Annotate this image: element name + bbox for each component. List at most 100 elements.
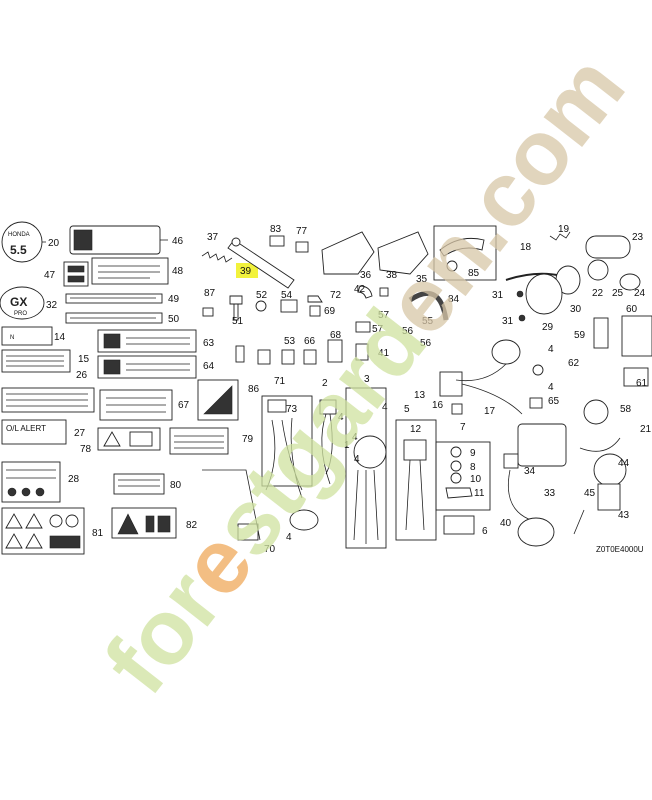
callout-79: 79 <box>242 434 254 445</box>
callout-61: 61 <box>636 378 648 389</box>
callout-4: 4 <box>548 344 554 355</box>
part-77 <box>295 241 309 253</box>
part-40 <box>517 517 555 547</box>
callout-13: 13 <box>414 390 426 401</box>
part-42 <box>357 285 373 299</box>
callout-16: 16 <box>432 400 444 411</box>
callout-17: 17 <box>484 406 496 417</box>
callout-87: 87 <box>204 288 216 299</box>
decal-group: HONDA 5.5 GX PRO N <box>0 221 239 555</box>
callout-66: 66 <box>304 336 316 347</box>
callout-71: 71 <box>274 376 286 387</box>
callout-7: 7 <box>460 422 466 433</box>
part-62 <box>491 339 521 365</box>
callout-50: 50 <box>168 314 180 325</box>
callout-23: 23 <box>632 232 644 243</box>
callout-72: 72 <box>330 290 342 301</box>
callout-46: 46 <box>172 236 184 247</box>
decal-gx-pro <box>0 286 45 320</box>
callout-69: 69 <box>324 306 336 317</box>
callout-42: 42 <box>354 284 366 295</box>
callout-52: 52 <box>256 290 268 301</box>
callout-4: 4 <box>352 432 358 443</box>
decal-5-5: 5.5 <box>10 243 27 257</box>
decal-79 <box>169 427 229 455</box>
callout-57: 57 <box>372 324 384 335</box>
callout-35: 35 <box>416 274 428 285</box>
callout-77: 77 <box>296 226 308 237</box>
drawing-code: Z0T0E4000U <box>596 545 644 554</box>
callout-28: 28 <box>68 474 80 485</box>
part-36 <box>321 231 375 275</box>
callout-78: 78 <box>80 444 92 455</box>
callout-57: 57 <box>378 310 390 321</box>
part-69 <box>309 305 321 317</box>
callout-81: 81 <box>92 528 104 539</box>
callout-58: 58 <box>620 404 632 415</box>
warning-icon <box>73 229 93 251</box>
callout-27: 27 <box>74 428 86 439</box>
decal-47 <box>63 261 89 287</box>
callout-60: 60 <box>626 304 638 315</box>
decal-64 <box>97 355 197 379</box>
part-41 <box>355 343 369 361</box>
part-6 <box>443 515 475 535</box>
part-12 <box>403 439 427 461</box>
callout-37: 37 <box>207 232 219 243</box>
part-box-7 <box>435 441 491 511</box>
callout-53: 53 <box>284 336 296 347</box>
callout-4: 4 <box>354 454 360 465</box>
svg-text:N: N <box>10 335 14 341</box>
part-34 <box>503 453 519 469</box>
part-24 <box>619 273 641 291</box>
callout-20: 20 <box>48 238 60 249</box>
callout-12: 12 <box>410 424 422 435</box>
callout-4: 4 <box>286 532 292 543</box>
callout-5: 5 <box>404 404 410 415</box>
callout-25: 25 <box>612 288 624 299</box>
callout-82: 82 <box>186 520 198 531</box>
callout-4: 4 <box>382 402 388 413</box>
callout-51: 51 <box>232 316 244 327</box>
callout-67: 67 <box>178 400 190 411</box>
callout-31: 31 <box>502 316 514 327</box>
callout-68: 68 <box>330 330 342 341</box>
callout-45: 45 <box>584 488 596 499</box>
part-19 <box>549 231 571 241</box>
part-2 <box>319 399 337 415</box>
part-66 <box>303 349 317 365</box>
decal-oil-alert <box>1 419 67 445</box>
callout-29: 29 <box>542 322 554 333</box>
part-box-71 <box>261 395 313 487</box>
callout-80: 80 <box>170 480 182 491</box>
callout-49: 49 <box>168 294 180 305</box>
callout-44: 44 <box>618 458 630 469</box>
harness-71 <box>265 417 303 499</box>
callout-33: 33 <box>544 488 556 499</box>
callout-22: 22 <box>592 288 604 299</box>
callout-21: 21 <box>640 424 652 435</box>
part-57a <box>379 287 389 297</box>
part-51 <box>229 295 243 321</box>
callout-63: 63 <box>203 338 215 349</box>
part-8 <box>450 460 462 472</box>
decal-honda-round-text: HONDA <box>8 232 30 238</box>
callout-11: 11 <box>474 488 485 499</box>
gx-text: GX <box>10 295 27 309</box>
part-73 <box>267 399 287 413</box>
part-10 <box>450 472 462 484</box>
part-23 <box>585 235 631 259</box>
part-box-5 <box>395 419 437 541</box>
callout-9: 9 <box>470 448 476 459</box>
callout-48: 48 <box>172 266 184 277</box>
callout-41: 41 <box>378 348 390 359</box>
callout-19: 19 <box>558 224 570 235</box>
part-box-84 <box>433 225 497 281</box>
part-29 <box>525 273 563 315</box>
callout-86: 86 <box>248 384 260 395</box>
callout-10: 10 <box>470 474 482 485</box>
callout-85: 85 <box>468 268 480 279</box>
part-54 <box>280 299 298 313</box>
part-87b <box>235 345 245 363</box>
callout-2: 2 <box>322 378 328 389</box>
